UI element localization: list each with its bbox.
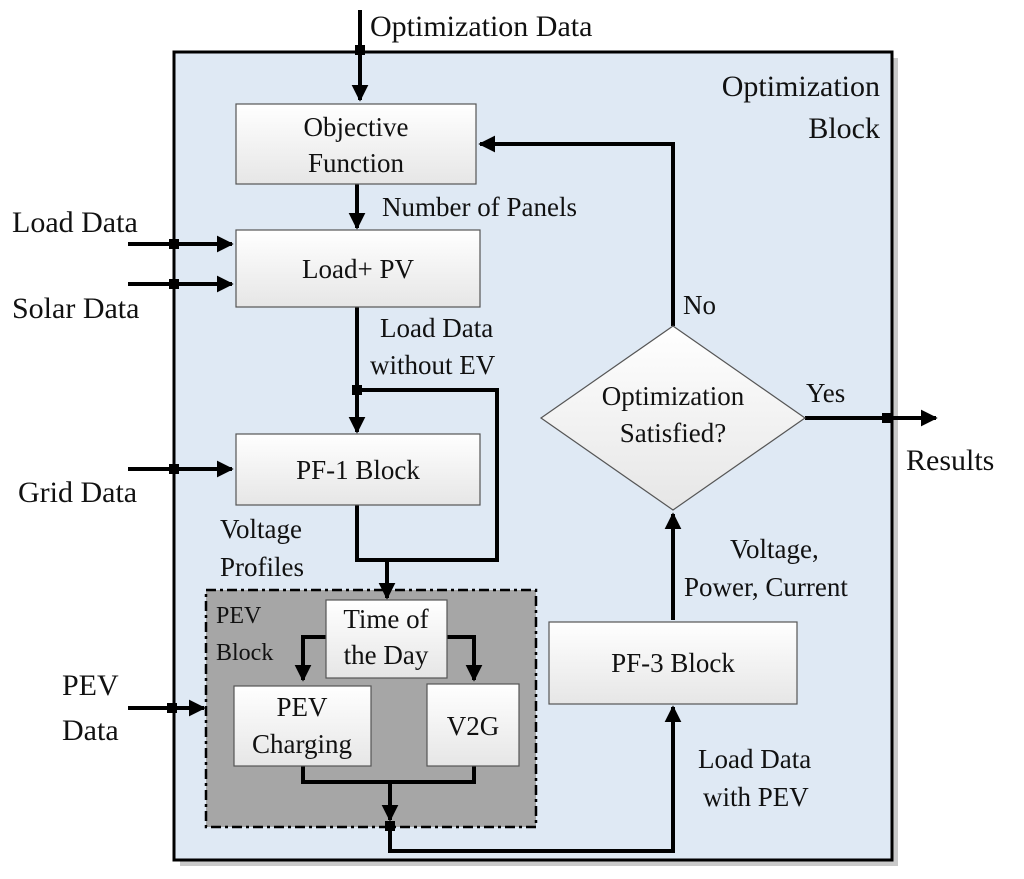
optimization-data-label: Optimization Data: [370, 10, 592, 43]
v2g-box: [426, 683, 520, 767]
time-of-day-label-1: Time of: [343, 604, 428, 634]
voltage-profiles-label-1: Voltage: [220, 514, 302, 544]
junction-solar-data: [169, 279, 179, 289]
load-without-ev-label-1: Load Data: [380, 313, 493, 343]
load-without-ev-label-2: without EV: [370, 350, 496, 380]
pev-charging-box: [233, 685, 372, 767]
junction-optimization-data: [355, 45, 365, 55]
junction-pev-data: [167, 703, 177, 713]
vpc-label-1: Voltage,: [730, 534, 819, 564]
number-of-panels-label: Number of Panels: [382, 192, 577, 222]
pev-charging-label-1: PEV: [276, 692, 328, 722]
junction-load-data: [169, 239, 179, 249]
pev-block-label-2: Block: [216, 640, 273, 666]
load-pv-label: Load+ PV: [302, 254, 414, 284]
decision-label-1: Optimization: [602, 381, 745, 411]
pev-data-label-1: PEV: [62, 669, 119, 702]
optimization-satisfied-diamond: [539, 325, 807, 511]
junction-branch: [352, 385, 362, 395]
pf1-block-box: [235, 433, 481, 506]
decision-yes-label: Yes: [806, 378, 845, 408]
pf3-block-label: PF-3 Block: [611, 648, 735, 678]
v2g-label: V2G: [447, 711, 500, 741]
pf1-block-label: PF-1 Block: [296, 455, 420, 485]
solar-data-label: Solar Data: [12, 292, 139, 325]
wire-branch-loop: [357, 388, 499, 562]
time-of-day-label-2: the Day: [344, 640, 429, 670]
junction-pev-out: [385, 821, 395, 831]
grid-data-label: Grid Data: [18, 476, 137, 509]
pev-charging-label-2: Charging: [252, 729, 352, 759]
load-data-label: Load Data: [12, 206, 138, 239]
decision-label-2: Satisfied?: [620, 418, 726, 448]
time-of-day-box: [325, 599, 448, 679]
load-pv-box: [235, 229, 481, 308]
load-with-pev-label-1: Load Data: [698, 744, 811, 774]
arrow-no-loop: [478, 135, 675, 326]
objective-function-label-2: Function: [308, 148, 405, 178]
results-label: Results: [906, 444, 994, 477]
arrow-voltage-profiles: [355, 505, 396, 600]
decision-no-label: No: [683, 290, 716, 320]
vpc-label-2: Power, Current: [684, 572, 848, 602]
objective-function-label-1: Objective: [304, 112, 409, 142]
arrow-to-pev-charging: [294, 635, 326, 682]
junction-markers: [167, 45, 892, 831]
pev-data-label-2: Data: [62, 714, 119, 747]
load-with-pev-label-2: with PEV: [703, 782, 809, 812]
optimization-block-label-2: Block: [808, 112, 880, 145]
junction-grid-data: [169, 464, 179, 474]
optimization-block-label-1: Optimization: [722, 70, 880, 103]
voltage-profiles-label-2: Profiles: [220, 552, 304, 582]
pf3-block-box: [548, 621, 798, 705]
pev-block-label-1: PEV: [216, 603, 262, 629]
objective-function-box: [235, 103, 477, 185]
junction-results: [882, 413, 892, 423]
arrow-load-with-pev: [388, 705, 682, 853]
arrow-to-v2g: [447, 635, 483, 682]
